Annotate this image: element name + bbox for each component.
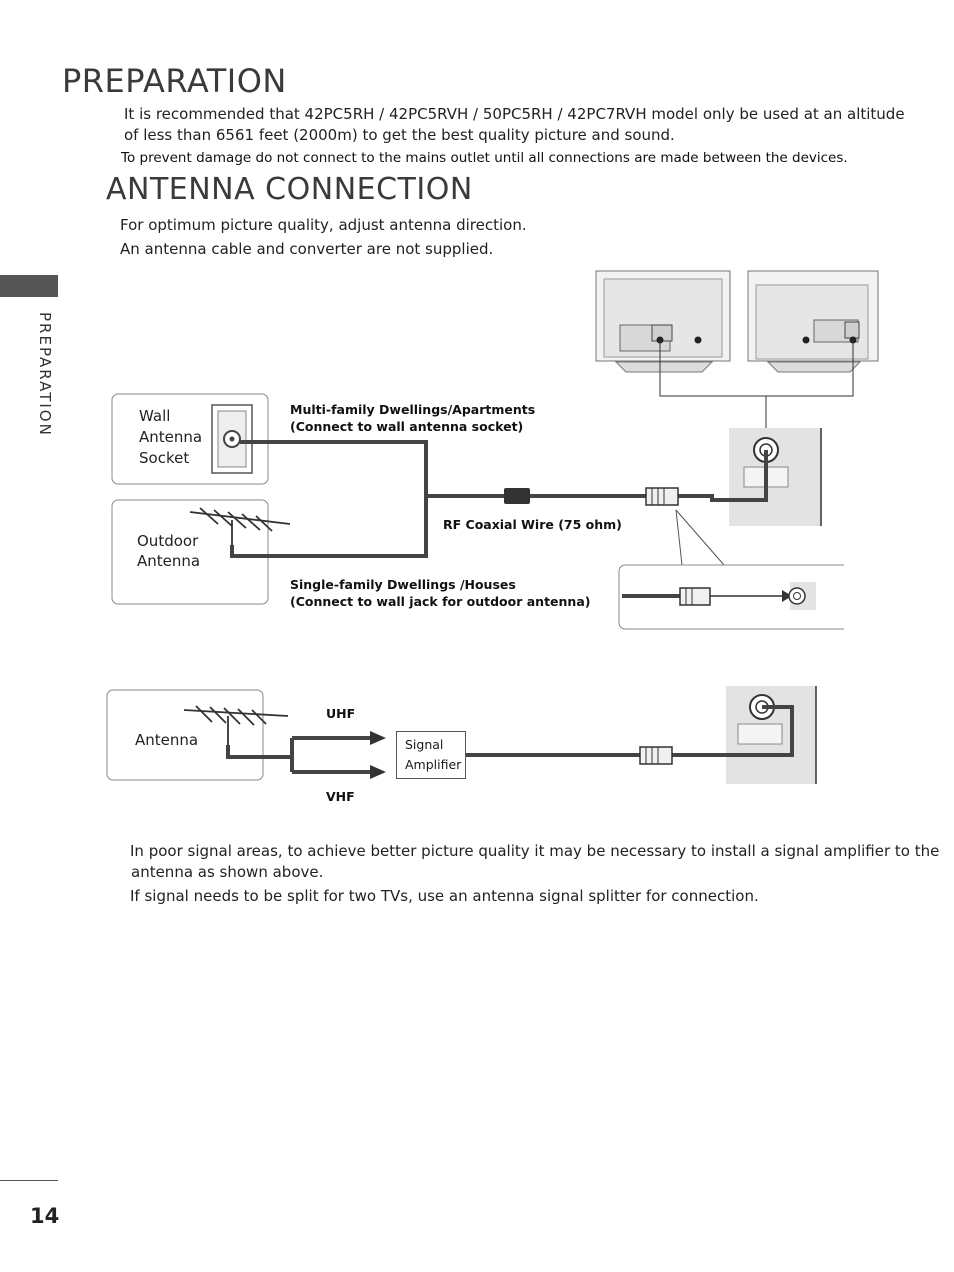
intro-line-2: of less than 6561 feet (2000m) to get th… [124, 126, 675, 144]
rf-connector-plug-2 [639, 746, 673, 765]
wall-socket-label-line-2: Antenna [139, 428, 203, 446]
antenna-feed-cable [226, 736, 372, 774]
multi-family-label-line-1: Multi-family Dwellings/Apartments [290, 402, 536, 417]
rf-connector-plug [645, 487, 679, 506]
outdoor-antenna-label: Outdoor Antenna [137, 531, 200, 571]
intro-line-1: It is recommended that 42PC5RH / 42PC5RV… [124, 105, 905, 123]
side-tab-marker [0, 275, 58, 297]
uhf-label: UHF [326, 706, 356, 721]
antenna-input-panel [729, 428, 822, 526]
multi-family-label: Multi-family Dwellings/Apartments (Conne… [290, 401, 535, 435]
wall-socket-label: Wall Antenna Socket [139, 406, 202, 469]
uhf-arrow [370, 731, 386, 745]
wall-socket-icon [211, 404, 253, 474]
footer-rule [0, 1180, 58, 1181]
warning-text: To prevent damage do not connect to the … [121, 150, 848, 166]
coax-cable-1 [230, 440, 768, 558]
side-tab-label: PREPARATION [36, 312, 54, 437]
antenna-label: Antenna [135, 731, 199, 749]
page-title: PREPARATION [62, 62, 287, 100]
amplifier-label-line-2: Amplifier [405, 757, 462, 772]
outdoor-antenna-label-line-1: Outdoor [137, 532, 199, 550]
single-family-label: Single-family Dwellings /Houses (Connect… [290, 576, 590, 610]
vhf-arrow [370, 765, 386, 779]
page-number: 14 [30, 1204, 60, 1228]
vhf-label: VHF [326, 789, 355, 804]
wall-socket-label-line-3: Socket [139, 449, 190, 467]
note-line-2: antenna as shown above. [131, 863, 324, 881]
antenna-icon [183, 705, 289, 745]
note-line-3: If signal needs to be split for two TVs,… [130, 887, 759, 905]
rf-wire-label: RF Coaxial Wire (75 ohm) [443, 517, 622, 532]
coax-cable-2 [466, 705, 794, 757]
outdoor-antenna-label-line-2: Antenna [137, 552, 201, 570]
tv-back-right [747, 270, 879, 373]
tv-back-left [595, 270, 731, 373]
multi-family-label-line-2: (Connect to wall antenna socket) [290, 419, 524, 434]
antenna-input-panel-2 [726, 686, 817, 784]
single-family-label-line-2: (Connect to wall jack for outdoor antenn… [290, 594, 591, 609]
section-line-1: For optimum picture quality, adjust ante… [120, 216, 527, 234]
single-family-label-line-1: Single-family Dwellings /Houses [290, 577, 516, 592]
signal-amplifier-box: Signal Amplifier [396, 731, 466, 779]
outdoor-antenna-icon [189, 507, 291, 545]
amplifier-label-line-1: Signal [405, 737, 444, 752]
note-line-1: In poor signal areas, to achieve better … [130, 842, 940, 860]
section-title: ANTENNA CONNECTION [106, 172, 473, 207]
wall-socket-label-line-1: Wall [139, 407, 171, 425]
section-line-2: An antenna cable and converter are not s… [120, 240, 494, 258]
connection-detail-inset [618, 564, 844, 630]
